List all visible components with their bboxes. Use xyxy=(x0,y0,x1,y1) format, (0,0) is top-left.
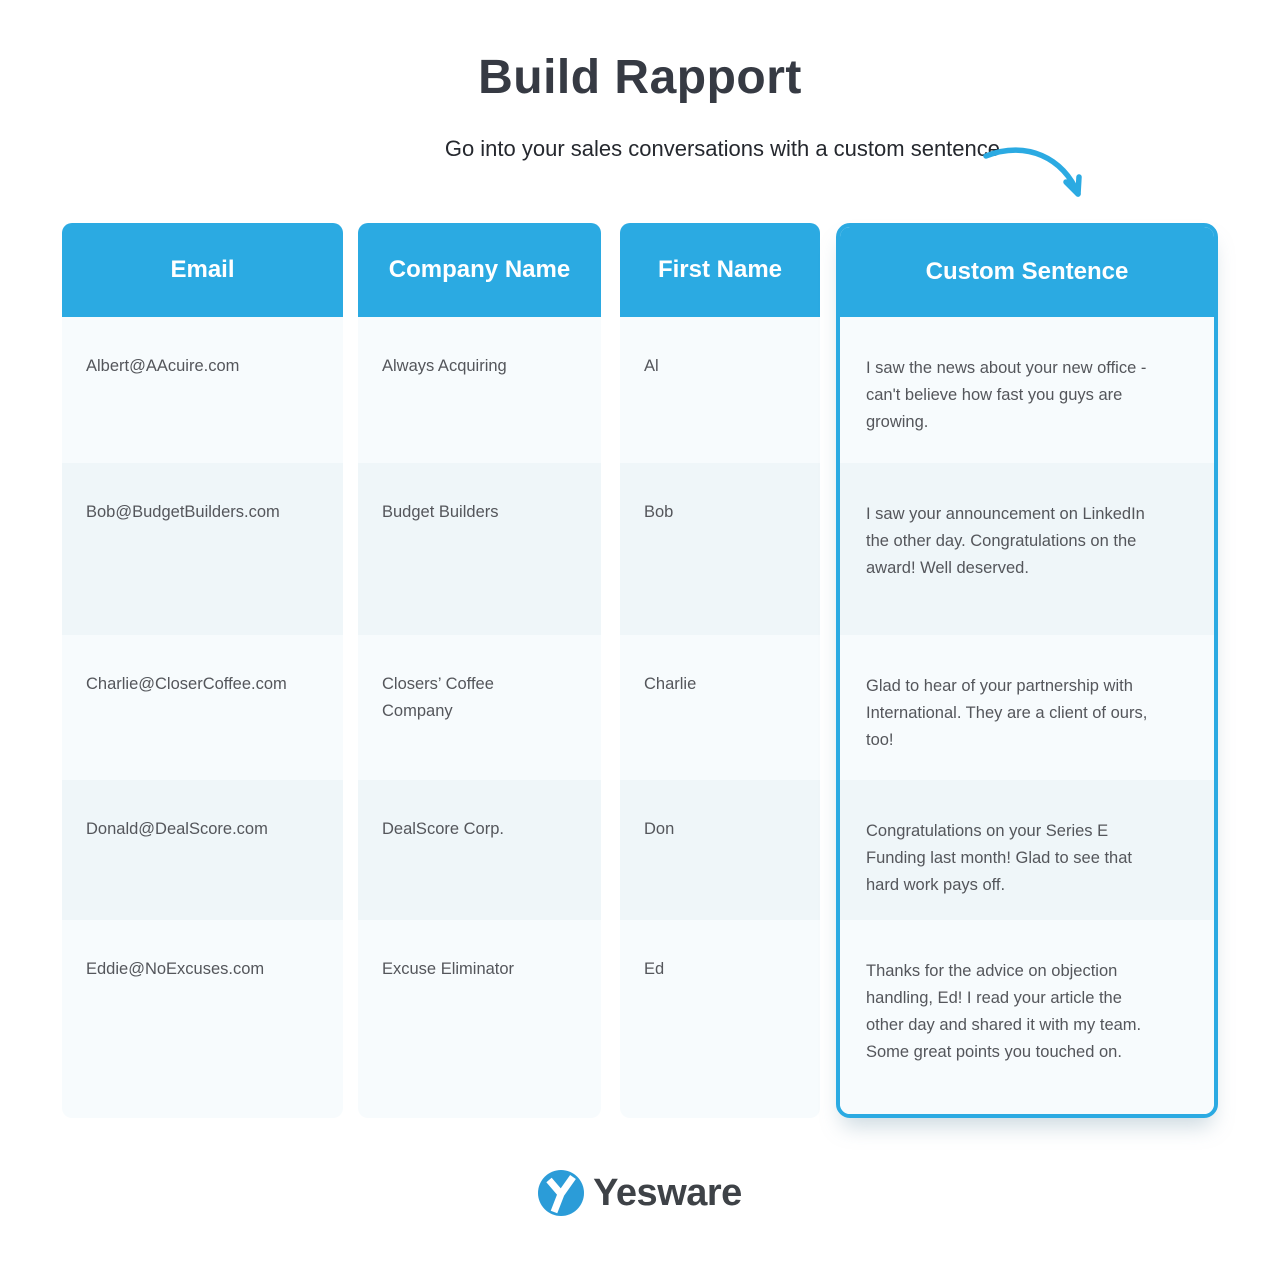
table-cell-first-name: Charlie xyxy=(620,635,820,780)
table-cell-company: Excuse Eliminator xyxy=(358,920,601,1118)
yesware-logo-icon xyxy=(538,1170,585,1216)
column-body-custom-sentence: I saw the news about your new office - c… xyxy=(840,317,1214,1114)
table-cell-company: Budget Builders xyxy=(358,463,601,635)
column-header-company-name: Company Name xyxy=(358,223,601,317)
column-header-email: Email xyxy=(62,223,343,317)
table-cell-email: Albert@AAcuire.com xyxy=(62,317,343,463)
table-cell-custom-sentence: I saw your announcement on LinkedIn the … xyxy=(840,463,1214,635)
brand-wordmark: Yesware xyxy=(593,1171,742,1214)
table-cell-email: Eddie@NoExcuses.com xyxy=(62,920,343,1118)
table-cell-company: Closers’ Coffee Company xyxy=(358,635,601,780)
table-cell-company: Always Acquiring xyxy=(358,317,601,463)
footer-brand: Yesware xyxy=(0,1170,1280,1216)
column-header-first-name: First Name xyxy=(620,223,820,317)
table-cell-first-name: Bob xyxy=(620,463,820,635)
table-cell-first-name: Ed xyxy=(620,920,820,1118)
table-cell-first-name: Al xyxy=(620,317,820,463)
table-cell-custom-sentence: Thanks for the advice on objection handl… xyxy=(840,920,1214,1114)
table-cell-first-name: Don xyxy=(620,780,820,920)
subtitle: Go into your sales conversations with a … xyxy=(444,136,1000,161)
table-cell-custom-sentence: I saw the news about your new office - c… xyxy=(840,317,1214,463)
table-cell-custom-sentence: Congratulations on your Series E Funding… xyxy=(840,780,1214,920)
page-title: Build Rapport xyxy=(478,51,802,104)
table-cell-email: Donald@DealScore.com xyxy=(62,780,343,920)
table-cell-email: Bob@BudgetBuilders.com xyxy=(62,463,343,635)
table-cell-email: Charlie@CloserCoffee.com xyxy=(62,635,343,780)
table-cell-custom-sentence: Glad to hear of your partnership with In… xyxy=(840,635,1214,780)
column-custom-sentence-highlighted: Custom Sentence I saw the news about you… xyxy=(836,223,1218,1118)
curved-arrow-icon xyxy=(978,138,1093,210)
table-cell-company: DealScore Corp. xyxy=(358,780,601,920)
column-header-custom-sentence: Custom Sentence xyxy=(840,227,1214,317)
